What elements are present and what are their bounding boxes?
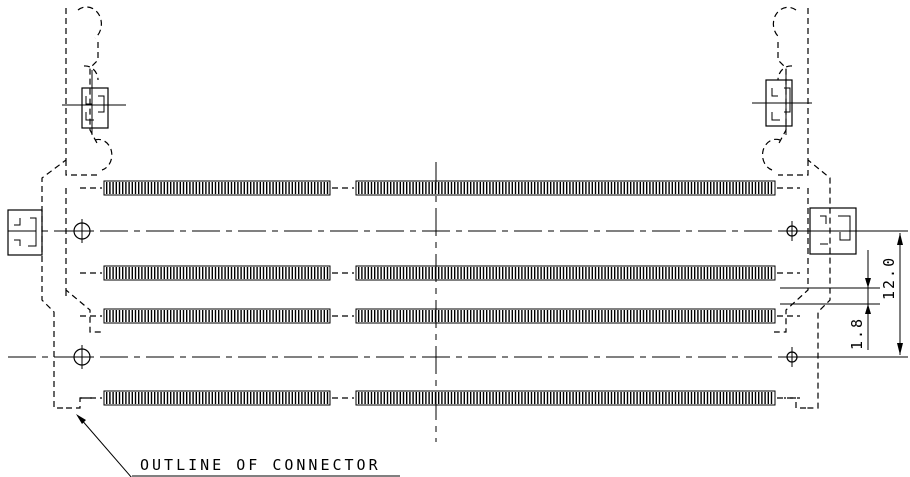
outline-note: OUTLINE OF CONNECTOR — [140, 456, 381, 474]
hole-right-upper — [782, 221, 802, 241]
hole-right-lower — [782, 347, 802, 367]
right-outline — [761, 6, 831, 409]
left-latch-upper — [62, 70, 126, 135]
dimension-1-8: 1.8 — [780, 250, 880, 350]
right-latch-upper — [752, 70, 812, 135]
pad-row-3 — [80, 308, 800, 324]
dimension-12: 12.0 — [812, 230, 908, 358]
pad-row-2 — [80, 265, 800, 281]
mounting-holes — [70, 219, 802, 369]
outline-leader — [76, 414, 400, 477]
pad-row-4 — [80, 390, 800, 406]
dim-label-12: 12.0 — [880, 256, 898, 300]
hole-left-upper — [70, 219, 94, 243]
dim-label-1-8: 1.8 — [848, 317, 866, 350]
pad-row-1 — [80, 180, 800, 196]
hole-left-lower — [70, 345, 94, 369]
pad-rows — [80, 180, 800, 406]
left-outline — [41, 6, 113, 409]
left-latch-side — [7, 209, 43, 256]
